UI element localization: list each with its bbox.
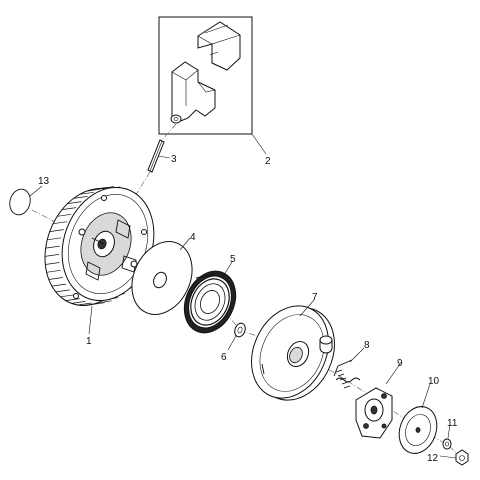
housing-fin bbox=[65, 298, 80, 301]
housing-fin bbox=[73, 196, 88, 199]
housing-fin bbox=[71, 301, 86, 304]
housing-fin bbox=[55, 289, 70, 293]
housing-fin bbox=[48, 277, 63, 280]
callout-9: 9 bbox=[397, 358, 403, 369]
housing-fin bbox=[44, 254, 60, 257]
callout-12: 12 bbox=[427, 453, 439, 464]
part-4-plate bbox=[131, 241, 193, 315]
housing-fin bbox=[45, 245, 60, 249]
part-1-starter-housing bbox=[44, 186, 155, 306]
callout-6: 6 bbox=[221, 352, 227, 363]
housing-fin bbox=[46, 269, 61, 273]
callout-8: 8 bbox=[364, 340, 370, 351]
housing-fin bbox=[86, 188, 101, 192]
part-3-pin bbox=[147, 139, 165, 173]
housing-fin bbox=[51, 283, 66, 287]
housing-fin bbox=[79, 191, 94, 195]
part-8-spring bbox=[333, 359, 361, 389]
housing-fin bbox=[49, 229, 64, 232]
leader-lines bbox=[29, 133, 457, 459]
callout-5: 5 bbox=[230, 254, 236, 265]
callout-3: 3 bbox=[171, 154, 177, 165]
part-12-nut bbox=[455, 449, 469, 466]
housing-fin bbox=[84, 303, 99, 306]
callout-2: 2 bbox=[265, 156, 271, 167]
callout-11: 11 bbox=[447, 418, 458, 429]
part-10-plate bbox=[398, 406, 438, 454]
part-11-washer bbox=[442, 438, 452, 450]
part-5-spring bbox=[183, 270, 237, 334]
callout-13: 13 bbox=[38, 176, 50, 187]
housing-fin bbox=[62, 207, 77, 210]
callout-1: 1 bbox=[86, 336, 92, 347]
housing-fin bbox=[57, 213, 72, 217]
housing-fin bbox=[47, 237, 62, 241]
part-7-pulley bbox=[251, 305, 335, 401]
housing-fin bbox=[99, 186, 114, 189]
part-13-oring bbox=[9, 188, 31, 216]
housing-fin bbox=[97, 300, 112, 304]
part-2-handle bbox=[170, 21, 241, 124]
housing-fin bbox=[45, 262, 60, 265]
callout-7: 7 bbox=[312, 292, 318, 303]
housing-fin bbox=[53, 221, 68, 225]
housing-fin bbox=[67, 201, 82, 204]
callout-4: 4 bbox=[190, 232, 196, 243]
housing-fin bbox=[60, 294, 75, 298]
part-6-washer bbox=[234, 322, 246, 338]
callout-10: 10 bbox=[428, 376, 440, 387]
housing-fin bbox=[77, 302, 92, 306]
part-9-ratchet bbox=[355, 387, 393, 439]
